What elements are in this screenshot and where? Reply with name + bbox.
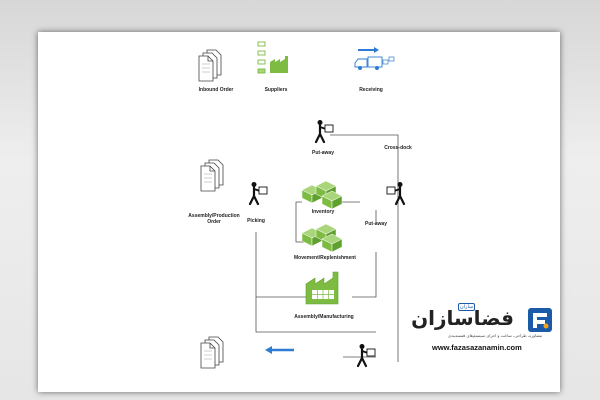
brand-tag: سازان: [458, 303, 476, 311]
inventory-boxes-icon[interactable]: [301, 180, 343, 210]
shipping-worker-icon[interactable]: [356, 342, 377, 368]
inbound-order-documents-icon: [198, 49, 222, 82]
fs-logo-icon: [528, 308, 552, 332]
node-label-receiving: Receiving: [359, 87, 383, 93]
brand-tagline: مشاوره، طراحی، ساخت و اجرای سیستم‌های قف…: [448, 333, 542, 338]
suppliers-factory-icon: [257, 41, 288, 74]
put-away-mid-worker-icon[interactable]: [385, 180, 406, 206]
node-label-put-away-top: Put-away: [312, 150, 334, 156]
flow-lines: [255, 134, 399, 362]
node-label-cross-dock: Cross-dock: [384, 145, 412, 151]
brand-watermark: فضاسازان سازان مشاوره، طراحی، ساخت و اجر…: [411, 302, 560, 357]
assembly-order-documents-icon: [200, 159, 224, 192]
node-label-inbound-order: Inbound Order: [198, 87, 234, 93]
assembly-factory-icon[interactable]: [305, 271, 339, 305]
brand-name: فضاسازان: [411, 306, 514, 330]
node-label-assembly-order: Assembly/Production Order: [188, 213, 240, 225]
node-label-picking: Picking: [247, 218, 265, 224]
brand-url-link[interactable]: www.fazasazanamin.com: [432, 343, 522, 352]
picking-worker-icon[interactable]: [248, 180, 269, 206]
receiving-truck-icon: [354, 47, 395, 70]
warehouse-flow-diagram: [198, 41, 406, 369]
diagram-card: Inbound Order Suppliers Receiving Put-aw…: [38, 32, 560, 392]
movement-boxes-icon[interactable]: [301, 223, 343, 253]
put-away-worker-icon[interactable]: [314, 118, 335, 144]
node-label-put-away-mid: Put-away: [365, 221, 387, 227]
node-label-movement: Movement/Replenishment: [294, 255, 356, 261]
shipping-arrow-icon: [265, 346, 294, 354]
node-label-inventory: Inventory: [311, 209, 335, 215]
node-label-assembly: Assembly/Manufacturing: [294, 314, 354, 320]
outbound-documents-icon: [200, 336, 224, 369]
node-label-suppliers: Suppliers: [264, 87, 288, 93]
